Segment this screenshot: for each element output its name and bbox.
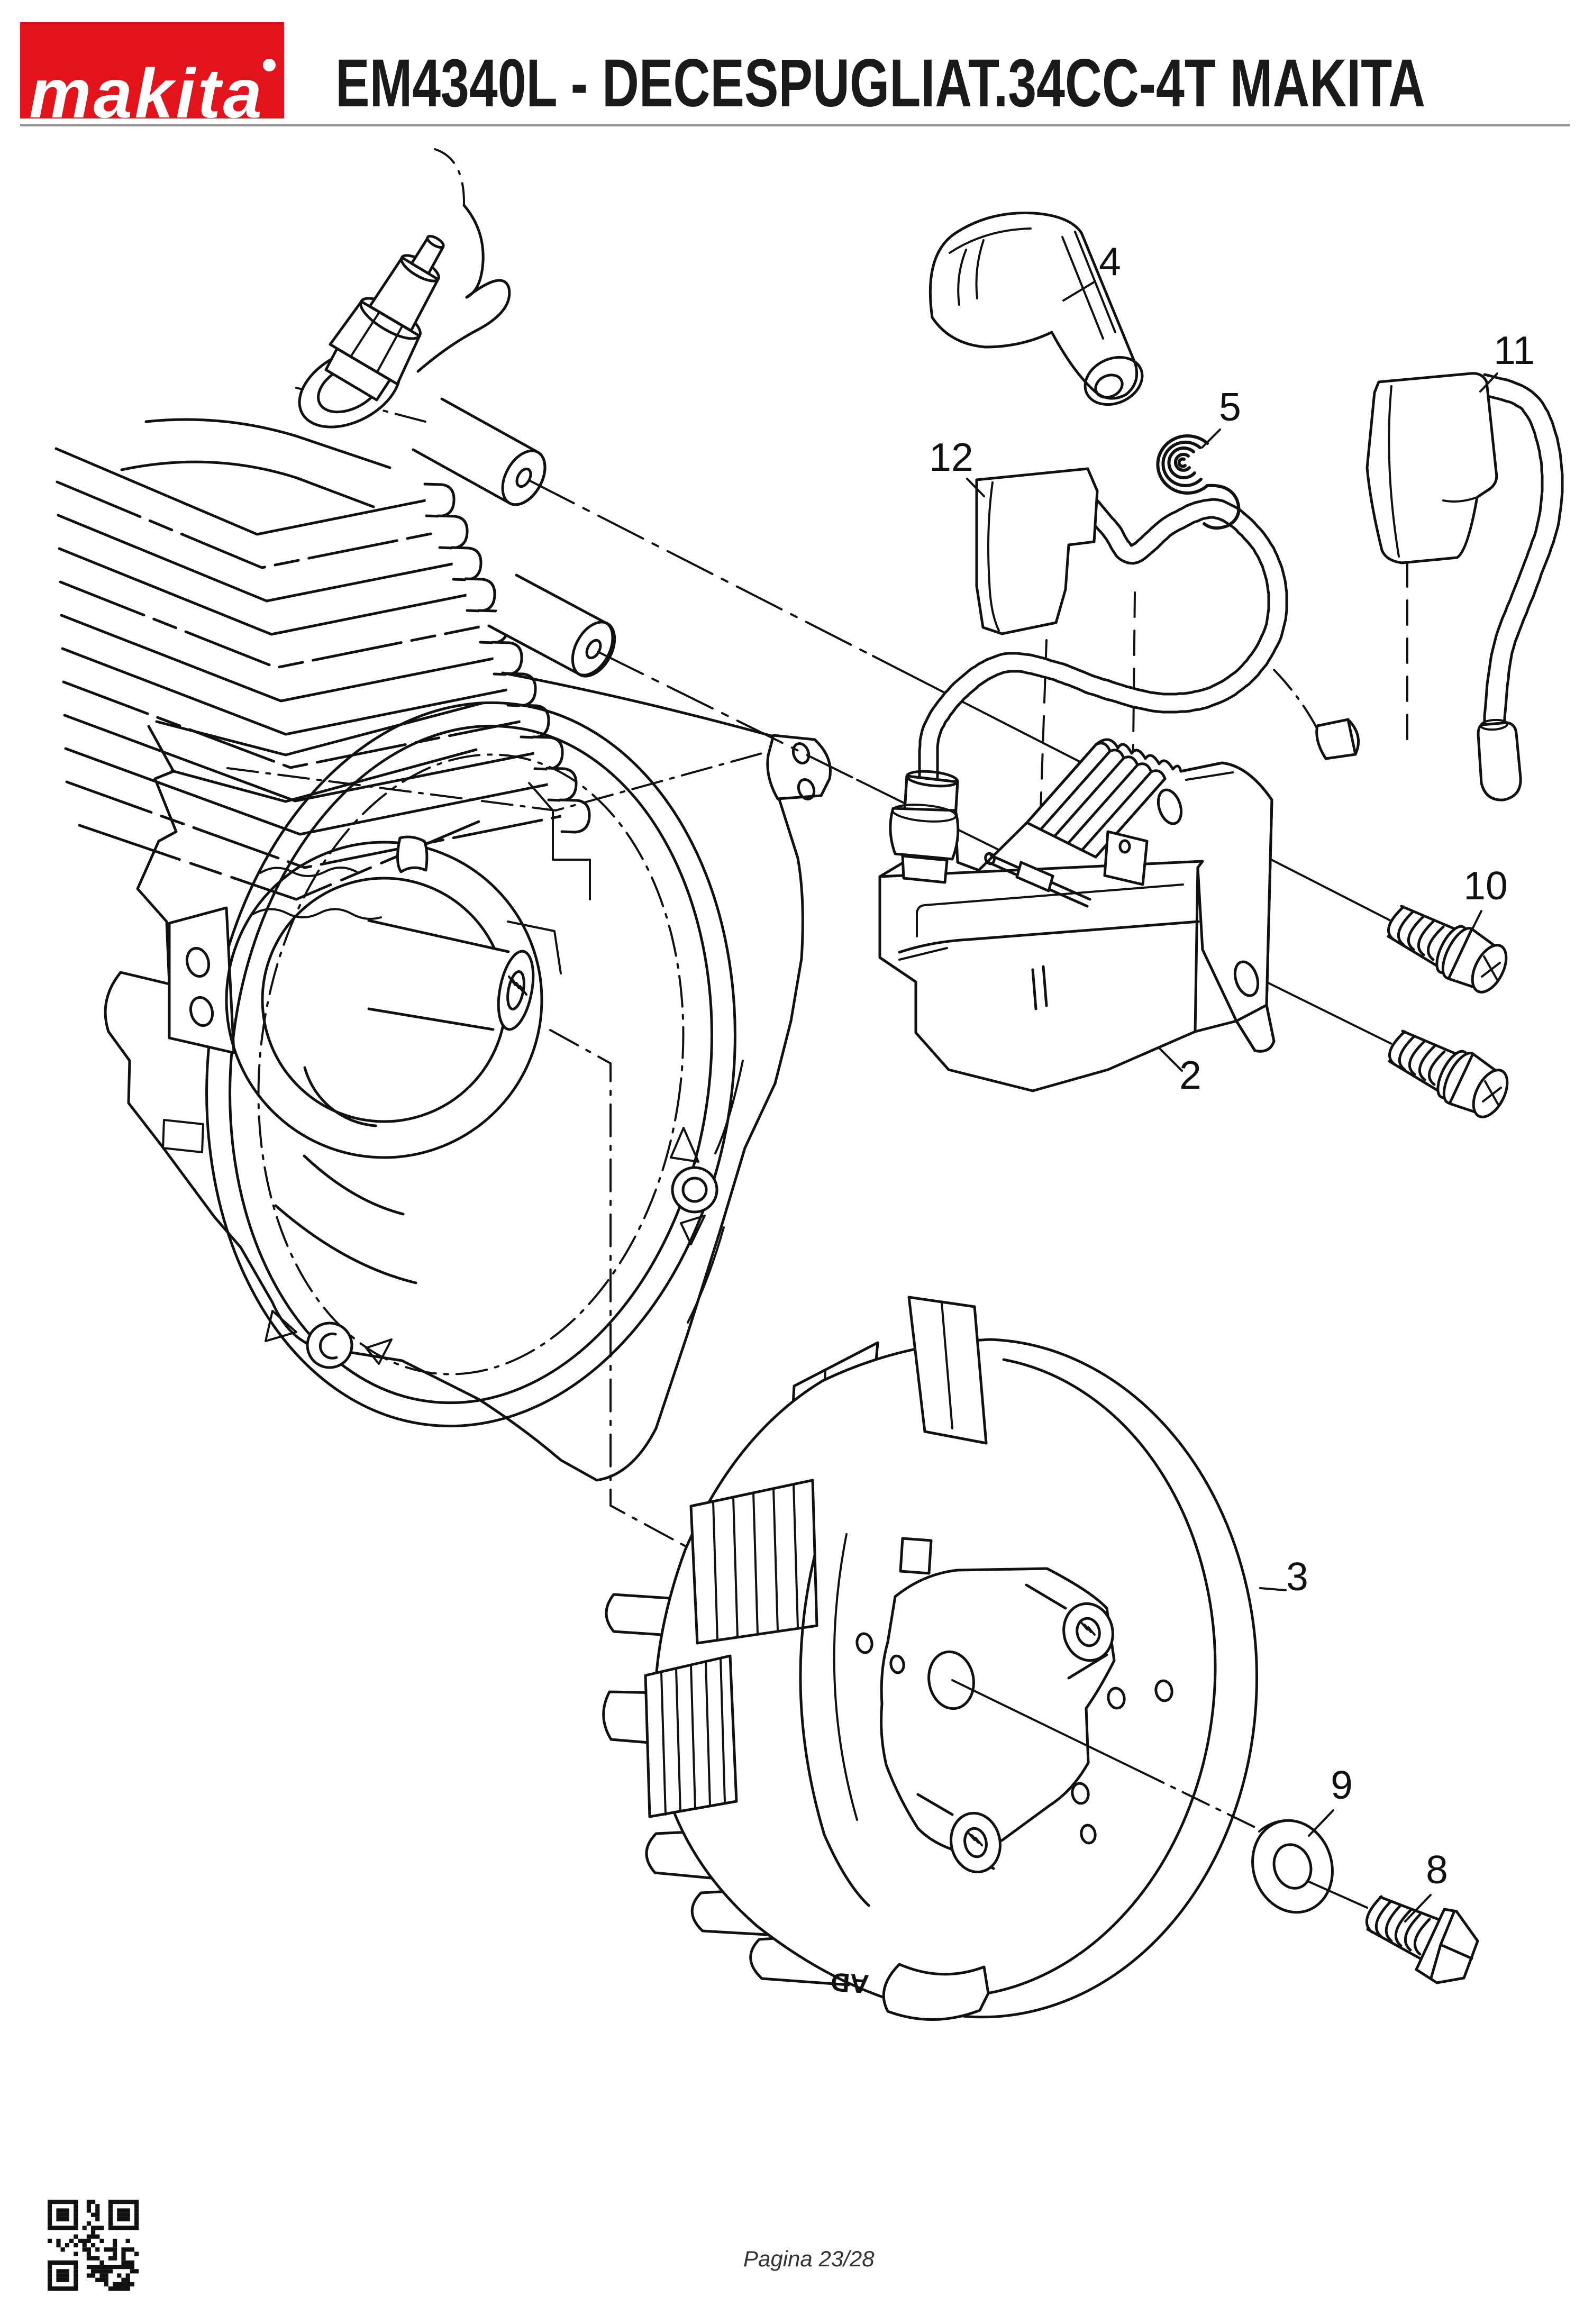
svg-text:11: 11: [1494, 328, 1535, 372]
svg-text:5: 5: [1219, 385, 1241, 429]
svg-text:2: 2: [1179, 1053, 1201, 1097]
svg-text:12: 12: [929, 435, 973, 479]
svg-text:Pagina 23/28: Pagina 23/28: [743, 2246, 875, 2271]
svg-text:8: 8: [1426, 1847, 1448, 1892]
svg-text:makita: makita: [29, 54, 262, 132]
svg-text:3: 3: [1286, 1554, 1308, 1599]
svg-text:10: 10: [1463, 863, 1507, 908]
svg-text:AD: AD: [830, 1967, 870, 1999]
svg-text:4: 4: [1099, 239, 1121, 284]
svg-text:9: 9: [1331, 1763, 1353, 1807]
svg-text:EM4340L - DECESPUGLIAT.34CC-4T: EM4340L - DECESPUGLIAT.34CC-4T MAKITA: [335, 45, 1425, 121]
